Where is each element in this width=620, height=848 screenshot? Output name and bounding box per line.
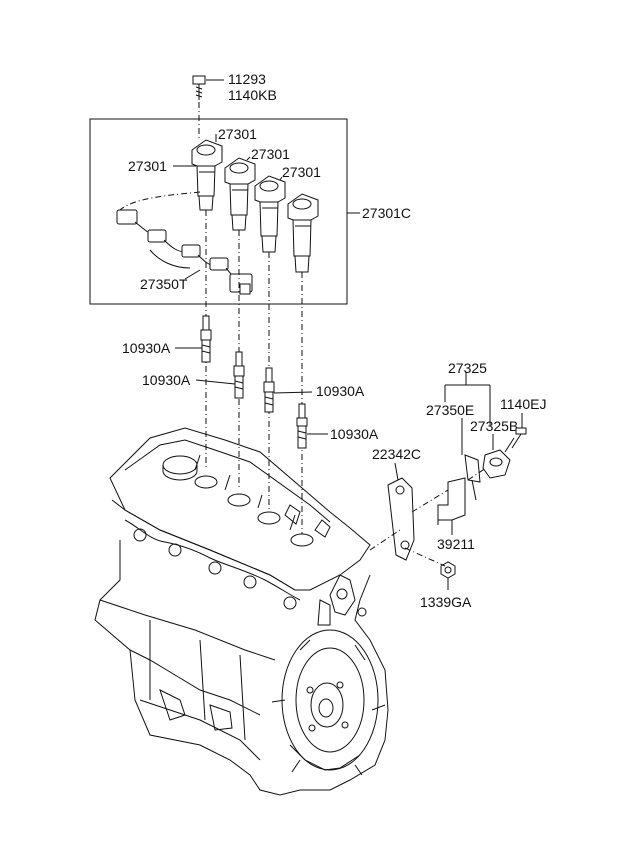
sensor-bracket-27350e [464, 454, 481, 501]
label-27325: 27325 [448, 360, 487, 376]
spark-plug-2 [233, 351, 245, 399]
label-27350e: 27350E [426, 402, 474, 418]
bracket-39211 [437, 477, 466, 525]
coil-assembly-box [89, 118, 348, 305]
label-27325b: 27325B [470, 418, 518, 434]
label-22342c: 22342C [372, 446, 421, 462]
bolt-11293-part [192, 75, 224, 100]
label-27301c: 27301C [362, 205, 411, 221]
engine-block [94, 427, 389, 796]
label-10930a-4: 10930A [330, 426, 379, 442]
label-11293: 11293 [228, 71, 266, 87]
nut-1339ga [440, 561, 456, 579]
ignition-coil-3 [254, 175, 286, 253]
spark-plug-4 [296, 403, 308, 449]
ignition-coil-4 [287, 193, 319, 273]
ignition-coil-1 [191, 139, 223, 211]
label-1140kb: 1140KB [228, 87, 277, 103]
label-27301-d: 27301 [282, 164, 321, 180]
wiring-harness-27350t [116, 191, 253, 295]
ignition-coil-2 [224, 157, 256, 231]
label-1339ga: 1339GA [420, 594, 472, 610]
label-39211: 39211 [437, 536, 475, 552]
sensor-bolt-1140ej [511, 427, 527, 449]
spark-plug-3 [263, 367, 275, 413]
label-27301-a: 27301 [128, 158, 167, 174]
label-1140ej: 1140EJ [500, 396, 546, 412]
label-27301-b: 27301 [218, 126, 257, 142]
knock-sensor-27325b [482, 449, 511, 479]
bracket-22342c [387, 477, 415, 561]
label-27350t: 27350T [140, 276, 188, 292]
label-10930a-3: 10930A [316, 383, 365, 399]
label-10930a-2: 10930A [142, 372, 191, 388]
spark-plug-1 [200, 315, 212, 363]
label-27301-c: 27301 [251, 146, 290, 162]
label-10930a-1: 10930A [122, 340, 171, 356]
